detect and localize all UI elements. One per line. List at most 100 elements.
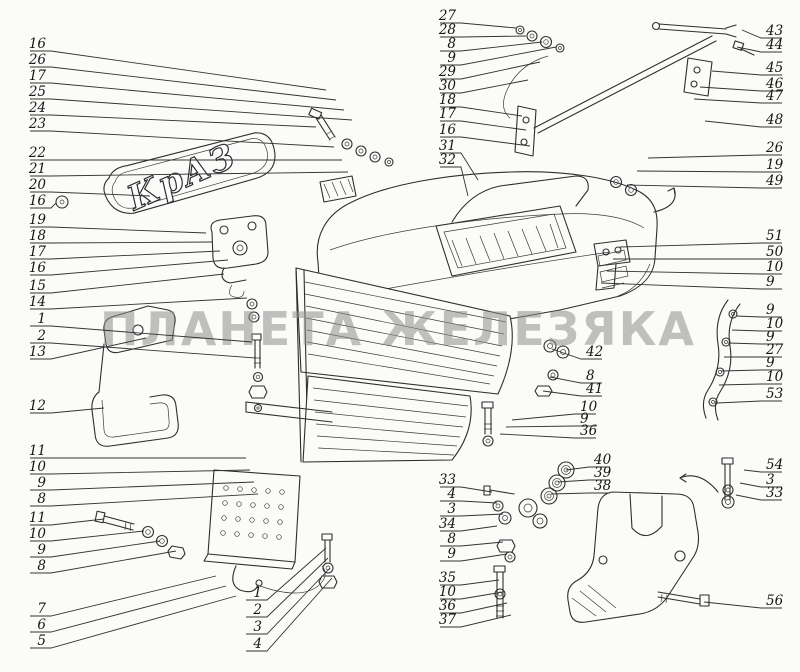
leader-line xyxy=(440,614,512,628)
callout-label: 8 xyxy=(586,368,595,384)
leader-line xyxy=(440,541,504,547)
callout-label: 48 xyxy=(765,112,784,128)
callout-label: 45 xyxy=(765,60,783,76)
callout-label: 38 xyxy=(594,478,612,494)
hood-hinge xyxy=(593,239,631,291)
leader-line xyxy=(30,407,105,414)
leader-line xyxy=(440,136,531,147)
leader-line xyxy=(619,242,782,248)
callout-label: 16 xyxy=(439,122,457,138)
callout-label: 36 xyxy=(439,598,457,614)
bolt-washers-left xyxy=(94,510,186,560)
hinge-bracket-small xyxy=(319,175,357,203)
leader-line xyxy=(440,486,493,493)
callout-label: 11 xyxy=(29,510,46,526)
grommet xyxy=(55,195,69,209)
callout-label: 34 xyxy=(439,516,456,532)
callout-label: 16 xyxy=(29,193,47,209)
callout-label: 9 xyxy=(766,355,775,371)
leader-line xyxy=(636,170,782,173)
leader-line xyxy=(440,106,523,117)
leader-line xyxy=(246,547,327,601)
badge-text: КрАЗ xyxy=(121,136,243,220)
callout-label: 26 xyxy=(28,52,47,68)
callout-label: 8 xyxy=(447,36,456,52)
callout-label: 54 xyxy=(766,457,783,473)
callout-label: 8 xyxy=(37,491,46,507)
topcenter-parts xyxy=(503,25,565,157)
callout-label: 1 xyxy=(253,585,262,601)
leader-line xyxy=(30,273,225,294)
leader-line xyxy=(440,22,517,29)
leader-line xyxy=(741,29,782,39)
callout-label: 47 xyxy=(765,88,784,104)
bolt-right-vert xyxy=(679,457,735,509)
watermark: ПЛАНЕТА ЖЕЛЕЗЯКА xyxy=(100,302,696,356)
callout-label: 9 xyxy=(766,329,775,345)
leader-line xyxy=(440,35,527,38)
leader-line xyxy=(30,98,353,121)
callout-label: 8 xyxy=(37,558,46,574)
callout-label: 37 xyxy=(439,612,457,628)
callout-label: 10 xyxy=(439,584,457,600)
callouts: 1626172524232221201619181716151412131211… xyxy=(28,8,784,652)
callout-label: 56 xyxy=(766,593,784,609)
callout-label: 10 xyxy=(766,316,784,332)
callout-label: 8 xyxy=(447,531,456,547)
right-washers xyxy=(609,175,676,213)
mounting-plate xyxy=(203,469,326,594)
callout-label: 10 xyxy=(580,399,598,415)
callout-label: 17 xyxy=(439,106,457,122)
callout-label: 10 xyxy=(766,259,784,275)
leader-line xyxy=(30,66,337,101)
leader-line xyxy=(440,79,529,94)
callout-label: 13 xyxy=(29,344,46,360)
leader-line xyxy=(739,482,782,488)
callout-label: 18 xyxy=(439,92,457,108)
callout-label: 3 xyxy=(253,619,262,635)
stay-rod xyxy=(533,21,755,134)
leader-line xyxy=(30,191,151,197)
leader-line xyxy=(30,130,335,148)
leader-line xyxy=(440,553,508,562)
leader-line xyxy=(704,120,782,128)
callout-label: 4 xyxy=(446,486,456,502)
callout-label: 39 xyxy=(594,465,612,481)
leader-line xyxy=(30,50,327,91)
callout-label: 33 xyxy=(766,485,783,501)
leader-line xyxy=(30,297,248,310)
bolt-mid xyxy=(481,401,494,447)
leader-line xyxy=(30,342,257,359)
callout-label: 9 xyxy=(37,475,46,491)
leader-line xyxy=(736,46,782,53)
leader-line xyxy=(440,166,469,197)
leader-line xyxy=(440,41,543,52)
leader-line xyxy=(30,493,259,507)
leader-line xyxy=(499,433,596,439)
leader-line xyxy=(440,602,508,614)
cross-bar xyxy=(245,401,333,423)
leader-line xyxy=(731,329,782,332)
callout-label: 7 xyxy=(37,601,46,617)
callout-label: 9 xyxy=(580,411,589,427)
callout-label: 6 xyxy=(37,617,46,633)
leader-line xyxy=(703,601,782,609)
leader-line xyxy=(716,400,782,404)
callout-label: 12 xyxy=(29,398,46,414)
leader-line xyxy=(699,86,782,92)
callout-label: 2 xyxy=(36,328,46,344)
callout-label: 4 xyxy=(252,636,262,652)
callout-label: 18 xyxy=(29,228,47,244)
callout-label: 9 xyxy=(447,50,456,66)
bolt-washers-topleft xyxy=(308,107,394,167)
leader-line xyxy=(440,525,498,532)
callout-label: 22 xyxy=(28,145,46,161)
grille-upper xyxy=(295,267,513,463)
leader-line xyxy=(606,270,782,275)
leader-line xyxy=(30,595,237,649)
callout-label: 21 xyxy=(28,161,46,177)
callout-label: 10 xyxy=(766,369,784,385)
callout-label: 20 xyxy=(28,177,47,193)
